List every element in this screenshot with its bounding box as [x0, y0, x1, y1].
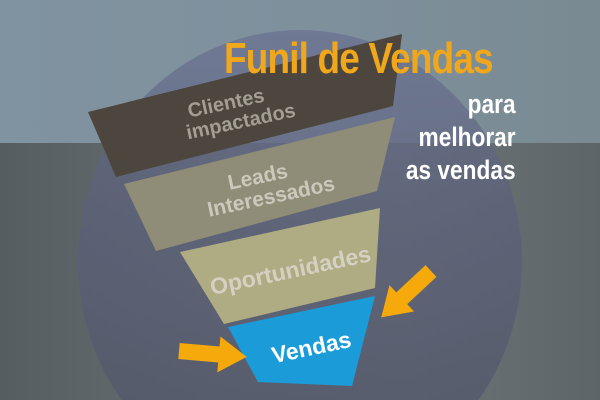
funnel-segment-clientes-impactados: [88, 34, 402, 177]
page-title: Funil de Vendas: [224, 34, 494, 83]
subtitle-line-3: as vendas: [406, 155, 516, 185]
arrow-left-icon: [178, 336, 247, 373]
funnel-segment-leads-interessados: [124, 117, 395, 251]
funnel-segment-vendas: [228, 296, 375, 386]
arrow-right-icon: [381, 265, 437, 318]
subtitle: para melhorar as vendas: [406, 88, 516, 187]
funnel-segment-oportunidades: [180, 208, 380, 324]
subtitle-line-1: para: [468, 89, 516, 119]
subtitle-line-2: melhorar: [418, 122, 516, 152]
